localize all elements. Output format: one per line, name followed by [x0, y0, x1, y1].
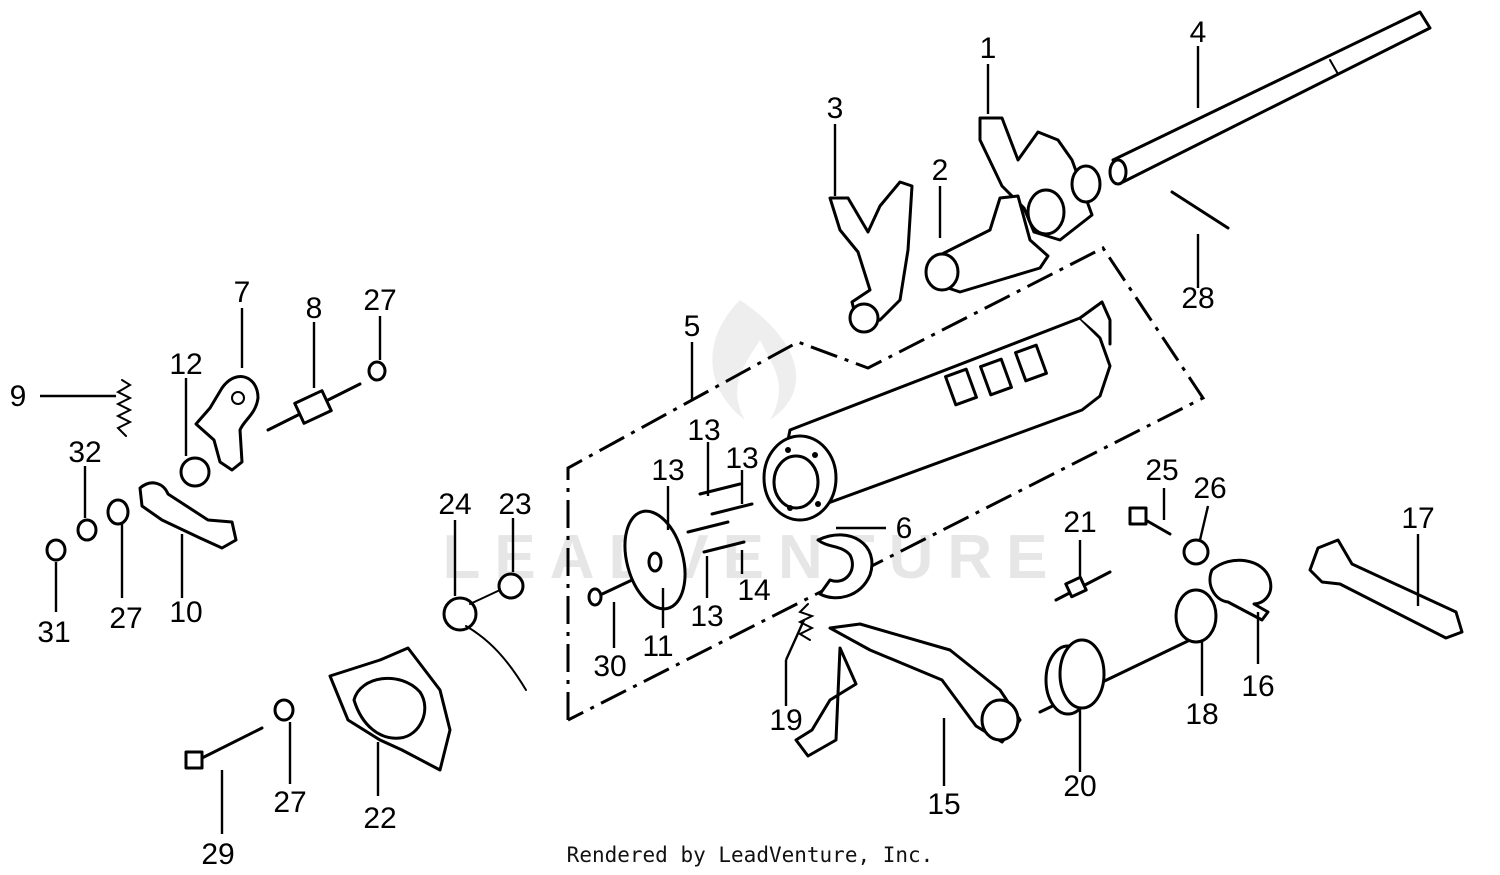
bolt: [266, 382, 362, 432]
drum-plate: [194, 375, 260, 472]
bolt-25: [1128, 506, 1172, 536]
arm: [138, 481, 238, 550]
stopper-plate: [816, 533, 874, 600]
callout-6: 6: [896, 512, 913, 545]
callout-13-right: 13: [725, 442, 758, 475]
callout-25: 25: [1145, 454, 1178, 487]
return-spring: [442, 579, 527, 691]
drum-pins: [686, 482, 754, 554]
callout-24: 24: [438, 488, 471, 521]
pin: [1170, 190, 1230, 230]
shift-fork-2: [924, 194, 1050, 294]
callout-23: 23: [498, 488, 531, 521]
callout-27-top: 27: [363, 284, 396, 317]
callouts: 1 2 3 4 5 6 7 8 9 10 11 12 13 13 13 13 1…: [10, 16, 1435, 871]
callout-13-left: 13: [651, 454, 684, 487]
nut: [45, 538, 67, 562]
credit-text: Rendered by LeadVenture, Inc.: [566, 843, 934, 867]
callout-10: 10: [169, 596, 202, 629]
collar: [179, 456, 211, 488]
lock-washer: [1182, 538, 1210, 566]
callout-15: 15: [927, 788, 960, 821]
callout-32: 32: [68, 436, 101, 469]
callout-12: 12: [169, 348, 202, 381]
guide-plate: [328, 646, 452, 772]
small-spring: [797, 603, 815, 641]
leader-lines: [40, 46, 1420, 834]
callout-5: 5: [684, 310, 701, 343]
callout-31: 31: [37, 616, 70, 649]
callout-22: 22: [363, 802, 396, 835]
callout-13-bottom: 13: [690, 600, 723, 633]
callout-26: 26: [1193, 472, 1226, 505]
callout-29: 29: [201, 838, 234, 871]
callout-2: 2: [932, 154, 949, 187]
shift-fork-1: [978, 116, 1102, 242]
assembly-outline: [566, 246, 1206, 722]
callout-20: 20: [1063, 770, 1096, 803]
long-bolt: [184, 726, 264, 770]
fork-shaft: [1108, 10, 1432, 186]
shift-fork-3: [828, 180, 914, 334]
spring: [115, 379, 133, 437]
callout-21: 21: [1063, 506, 1096, 539]
small-collar: [497, 572, 525, 600]
callout-7: 7: [234, 276, 251, 309]
shift-drum: [762, 300, 1112, 522]
center-plate: [623, 509, 687, 611]
callout-13-top: 13: [687, 414, 720, 447]
callout-28: 28: [1181, 282, 1214, 315]
shift-spindle: [1308, 538, 1464, 640]
callout-4: 4: [1190, 16, 1207, 49]
callout-18: 18: [1185, 698, 1218, 731]
callout-27-left: 27: [109, 602, 142, 635]
bracket: [1208, 558, 1273, 622]
callout-8: 8: [306, 292, 323, 325]
screw: [587, 578, 634, 607]
callout-11: 11: [642, 630, 673, 663]
callout-30: 30: [593, 650, 626, 683]
watermark-text: LEADVENTURE: [442, 523, 1061, 592]
callout-16: 16: [1241, 670, 1274, 703]
callout-9: 9: [10, 380, 27, 413]
spindle-assembly: [794, 588, 1218, 758]
washer: [106, 498, 130, 526]
bolt-21: [1054, 570, 1112, 602]
callout-14: 14: [737, 574, 770, 607]
callout-17: 17: [1401, 502, 1434, 535]
callout-19: 19: [769, 704, 802, 737]
callout-1: 1: [980, 32, 997, 65]
washer: [367, 360, 387, 382]
callout-27-bottom: 27: [273, 786, 306, 819]
washer: [76, 518, 98, 542]
callout-3: 3: [827, 92, 844, 125]
washer: [273, 698, 295, 722]
watermark: LEADVENTURE: [442, 300, 1061, 592]
